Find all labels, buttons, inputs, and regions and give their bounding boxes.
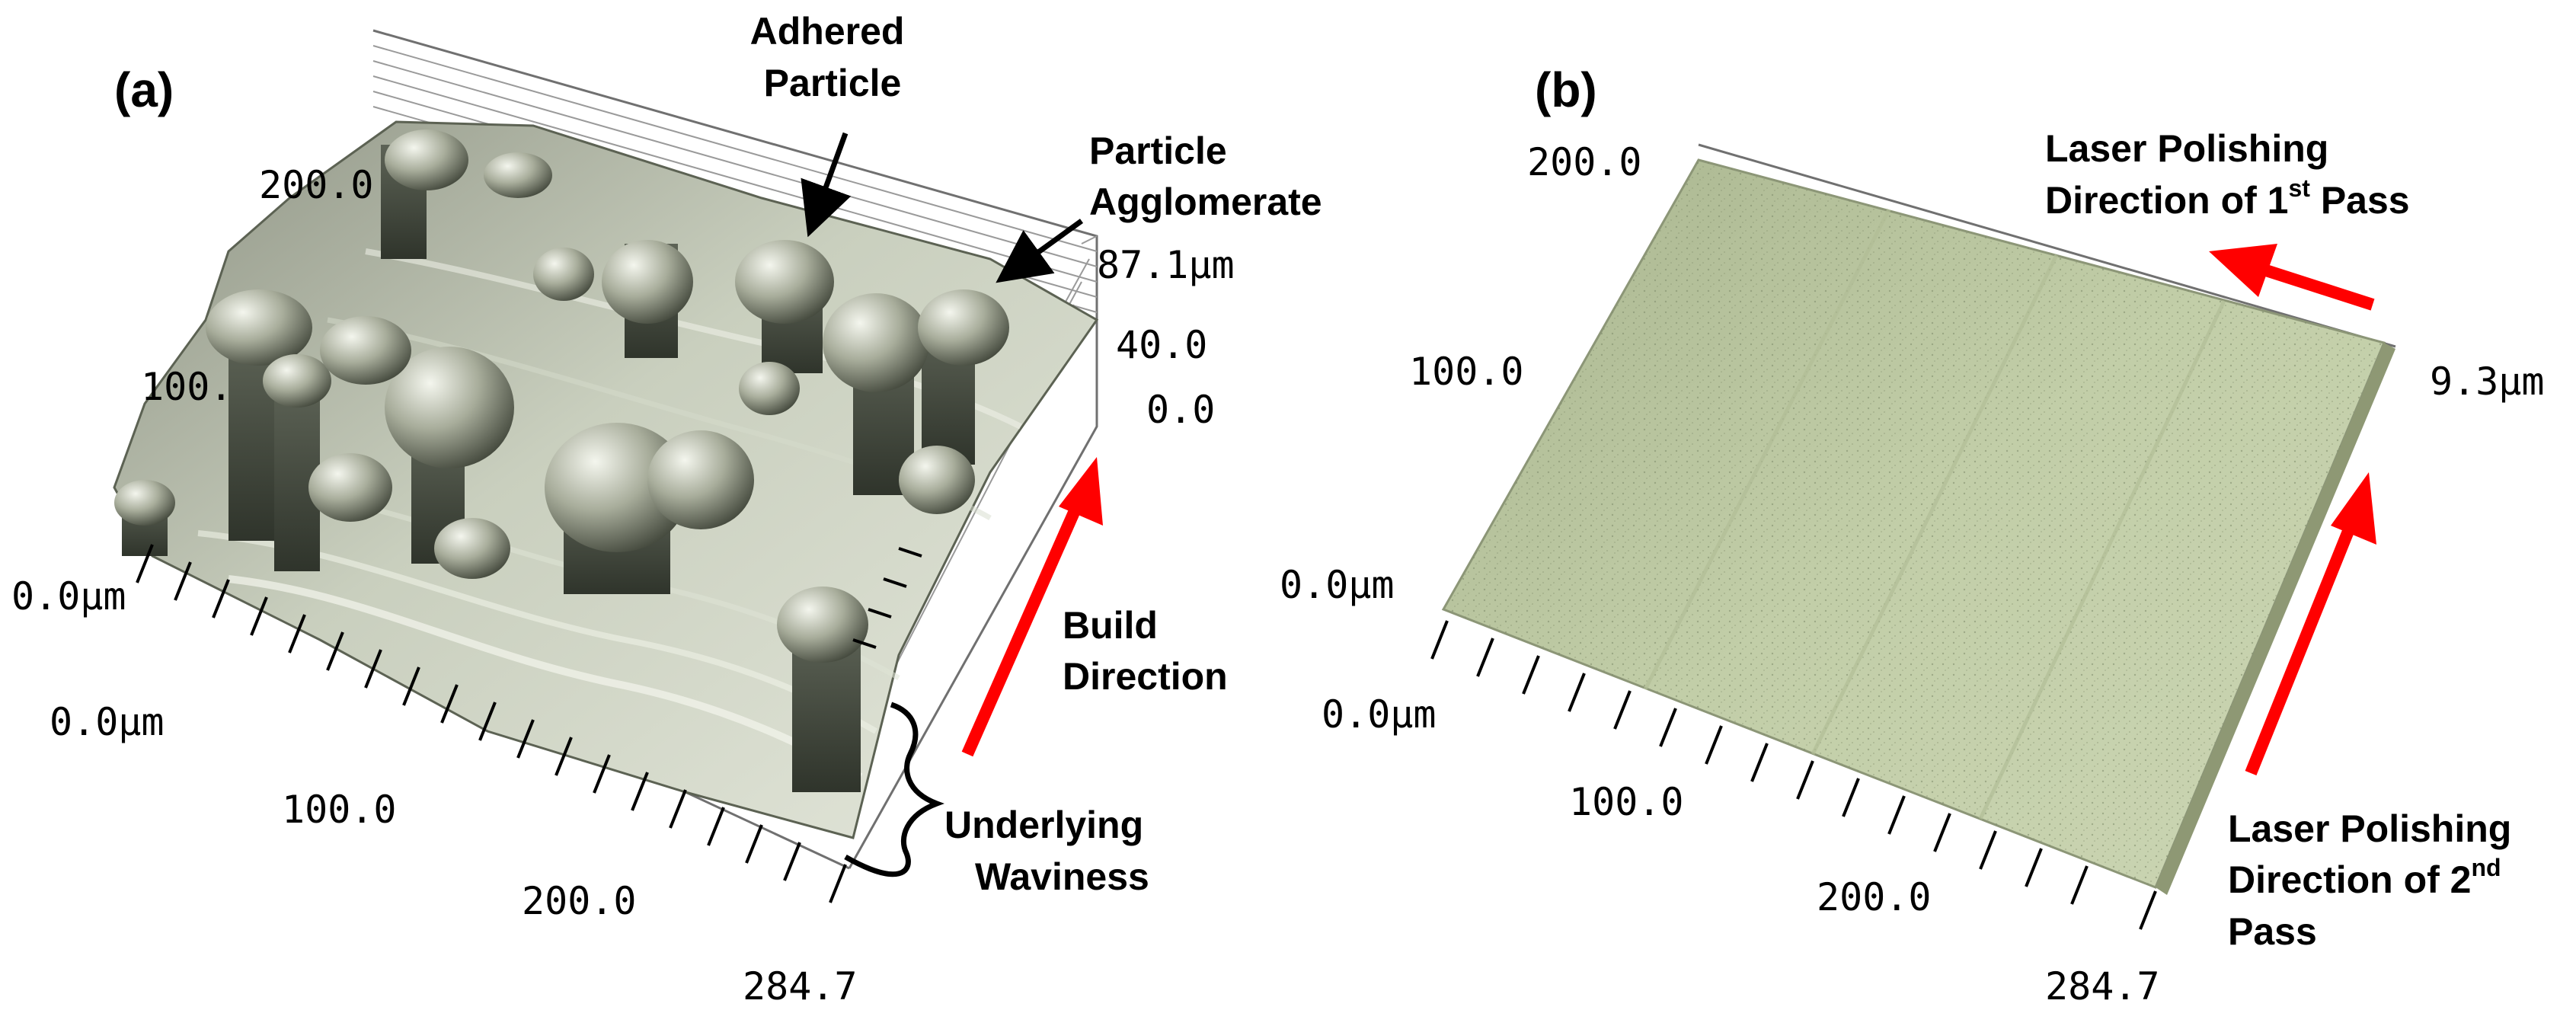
panel-a-y-top-label: 200.0 xyxy=(259,163,374,207)
panel-b-box-edge xyxy=(1698,143,2396,348)
build-direction-arrow xyxy=(961,457,1103,757)
panel-a-y-mid-label: 100. xyxy=(141,365,232,409)
panel-b-y-mid-label: 100.0 xyxy=(1409,350,1524,394)
panel-a-x-end-label: 284.7 xyxy=(743,964,858,1008)
panel-b-x-end-label: 284.7 xyxy=(2045,964,2160,1008)
panel-a-x-origin-label: 0.0μm xyxy=(50,700,165,744)
panel-a-axis-labels: 200.0 100. 0.0μm 0.0μm 100.0 200.0 284.7… xyxy=(11,163,1235,1008)
panel-b-axis-labels: 200.0 100.0 0.0μm 0.0μm 100.0 200.0 284.… xyxy=(1280,140,2545,1008)
particle-agglomerate-arrow xyxy=(996,219,1084,283)
panel-b-annotations: Laser Polishing Direction of 1st Pass La… xyxy=(2045,127,2522,953)
panel-a-x-200-label: 200.0 xyxy=(522,879,637,923)
first-pass-arrow xyxy=(2209,244,2375,311)
build-direction-label: Build Direction xyxy=(1063,604,1228,698)
panel-a-z-min-label: 0.0 xyxy=(1146,388,1215,432)
panel-b-z-max-label: 9.3μm xyxy=(2430,360,2545,404)
panel-a-y-origin-label: 0.0μm xyxy=(11,574,126,618)
panel-b: (b) xyxy=(1280,62,2545,1008)
panel-b-front-ticks xyxy=(1430,620,2157,930)
polish-tracks xyxy=(1643,208,2226,820)
underlying-waviness-label: Underlying Waviness xyxy=(944,804,1154,898)
panel-a-front-ticks xyxy=(136,544,922,903)
panel-a-x-mid-label: 100.0 xyxy=(282,788,397,832)
first-pass-label: Laser Polishing Direction of 1st Pass xyxy=(2045,127,2410,222)
particle-agglomerate-label: Particle Agglomerate xyxy=(1089,129,1322,223)
waviness-brace xyxy=(844,702,944,877)
panel-a-z-max-label: 87.1μm xyxy=(1097,243,1235,287)
panel-b-x-mid-label: 100.0 xyxy=(1569,780,1684,824)
panel-a: (a) xyxy=(11,10,1322,1008)
adhered-particle-label: Adhered Particle xyxy=(750,10,916,104)
second-pass-label: Laser Polishing Direction of 2nd Pass xyxy=(2228,807,2522,953)
panel-b-x-origin-label: 0.0μm xyxy=(1322,692,1437,737)
polished-surface-edge xyxy=(2156,343,2395,895)
panel-a-annotations: Adhered Particle Particle Agglomerate Bu… xyxy=(750,10,1322,898)
second-pass-arrow xyxy=(2245,472,2376,775)
panel-b-y-top-label: 200.0 xyxy=(1527,140,1642,184)
adhered-particle-arrow xyxy=(801,132,852,238)
panel-a-z-mid-label: 40.0 xyxy=(1116,323,1207,367)
panel-b-x-200-label: 200.0 xyxy=(1817,875,1932,919)
panel-a-label: (a) xyxy=(114,62,174,117)
polished-surface-texture xyxy=(1443,160,2384,887)
panel-b-y-origin-label: 0.0μm xyxy=(1280,563,1395,607)
panel-b-label: (b) xyxy=(1535,62,1597,117)
adhered-particles xyxy=(114,129,1009,663)
